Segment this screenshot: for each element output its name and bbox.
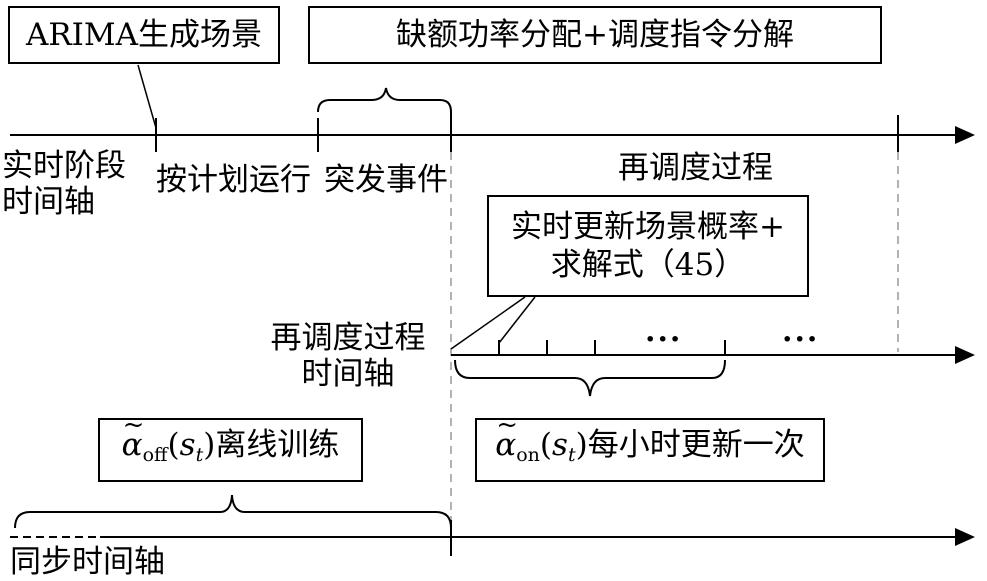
arima-leader — [137, 64, 157, 129]
online-arg: s — [552, 427, 568, 463]
ellipsis-2: ··· — [782, 322, 820, 357]
redispatch-axis-arrow — [955, 346, 975, 364]
realtime-axis-label: 实时阶段 时间轴 — [2, 148, 126, 220]
shortage-allocation-box: 缺额功率分配+调度指令分解 — [308, 6, 882, 64]
offline-training-box: αoff(st)离线训练 — [98, 406, 363, 482]
online-brace — [454, 359, 726, 397]
online-update-box: αon(st)每小时更新一次 — [475, 406, 825, 482]
offline-training-text: 离线训练 — [215, 427, 340, 463]
redispatch-axis-label-line2: 时间轴 — [301, 356, 395, 392]
emergency-brace — [317, 87, 452, 113]
ellipsis-1: ··· — [645, 322, 683, 357]
sync-axis-label: 同步时间轴 — [10, 544, 165, 580]
offline-arg-sub: t — [195, 444, 204, 466]
redispatch-axis-label: 再调度过程 时间轴 — [258, 320, 438, 392]
phase-planned-label: 按计划运行 — [156, 162, 311, 198]
arima-box: ARIMA生成场景 — [8, 6, 280, 64]
offline-brace — [14, 494, 452, 529]
shortage-allocation-text: 缺额功率分配+调度指令分解 — [396, 17, 794, 53]
realtime-leader-2 — [498, 296, 536, 344]
online-arg-sub: t — [567, 444, 576, 466]
sync-axis-arrow — [955, 528, 975, 546]
realtime-leader-1 — [450, 296, 526, 350]
offline-alpha-sub: off — [142, 444, 168, 466]
realtime-update-box: 实时更新场景概率+ 求解式（45） — [487, 195, 809, 297]
phase-redispatch-label: 再调度过程 — [618, 150, 773, 186]
online-alpha-sub: on — [516, 444, 540, 466]
offline-alpha: α — [122, 406, 145, 464]
offline-arg: s — [179, 427, 196, 463]
realtime-update-line1: 实时更新场景概率+ — [511, 209, 785, 245]
online-alpha: α — [495, 406, 518, 464]
realtime-axis-label-line1: 实时阶段 — [2, 148, 126, 184]
arima-box-text: ARIMA生成场景 — [25, 17, 263, 53]
online-update-text: 每小时更新一次 — [587, 427, 805, 463]
realtime-update-line2: 求解式（45） — [550, 247, 746, 283]
phase-emergency-label: 突发事件 — [324, 162, 448, 198]
realtime-axis-arrow — [955, 126, 975, 144]
redispatch-axis-label-line1: 再调度过程 — [270, 320, 426, 356]
realtime-axis-label-line2: 时间轴 — [2, 184, 95, 220]
